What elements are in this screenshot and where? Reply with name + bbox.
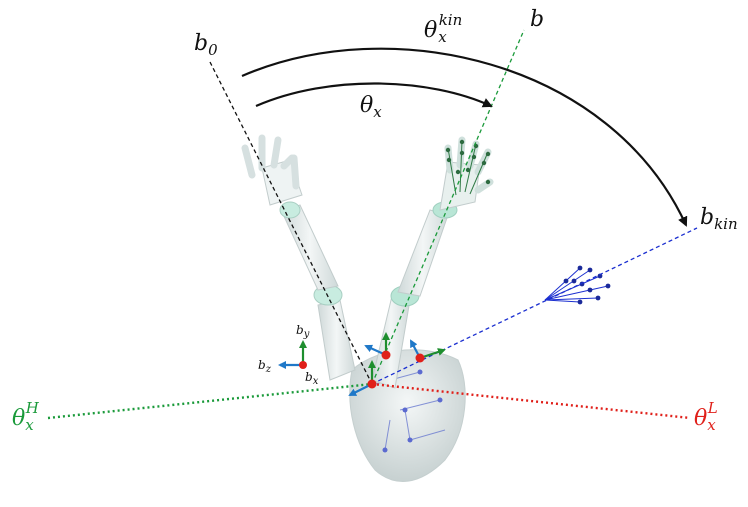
direction-lines [47,29,698,420]
b-direction-line [371,29,525,385]
theta-h-axis-line [47,382,373,420]
kinematic-hand-skeleton [544,267,609,303]
joint-markers [367,350,425,389]
elbow-joint-marker [381,350,391,360]
label-by: by [296,323,310,340]
kin-joint-marker [415,353,425,363]
robot-torso [349,349,466,482]
label-b0: b0 [194,31,218,59]
label-b: b [530,7,544,32]
theta-x-arc [255,82,493,108]
label-bkin: bkin [700,205,738,233]
robot-figure [241,134,611,482]
label-theta-x-kin: θxkin [424,11,462,46]
label-theta-x: θx [360,93,382,121]
label-theta-x-h: θxH [12,399,40,434]
label-bx: bx [305,370,319,387]
reference-frame-legend [278,340,307,369]
bx-axis-dot [299,361,307,369]
label-theta-x-l: θxL [694,399,718,434]
theta-x-kin-arc [241,47,688,227]
arm-initial-pose [241,134,356,381]
label-bz: bz [258,358,272,375]
theta-l-axis-line [371,382,691,420]
shoulder-joint-marker [367,379,377,389]
